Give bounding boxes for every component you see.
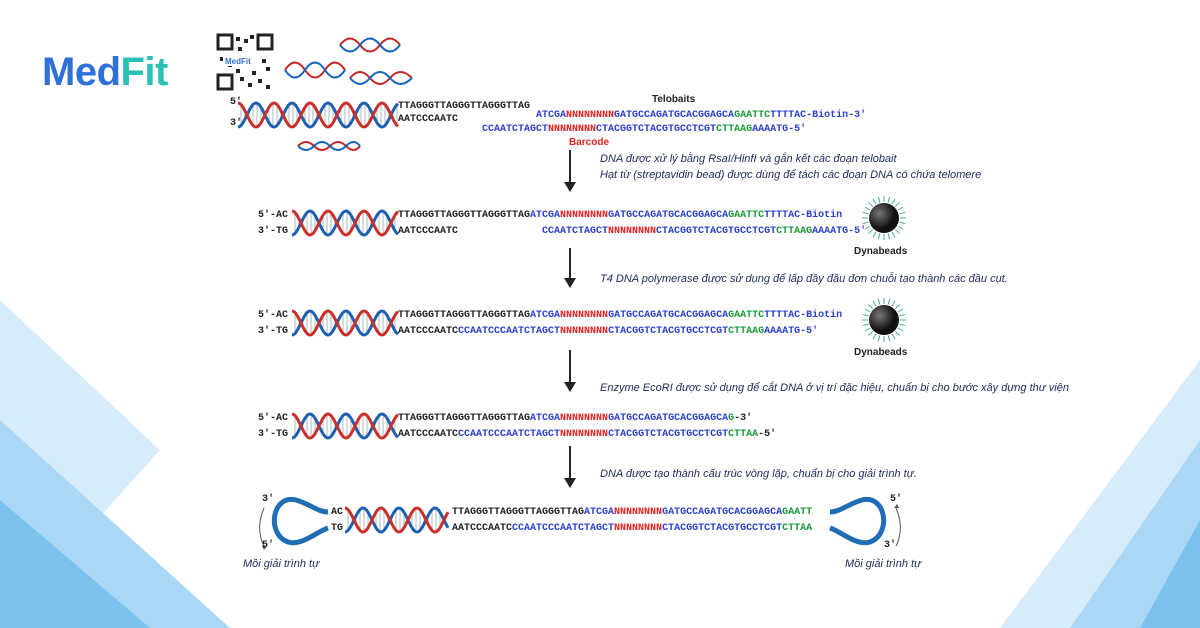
- background-right-accent: [1000, 360, 1200, 628]
- row2-dynabead-icon: [862, 196, 906, 240]
- step-arrow-icon: [564, 446, 576, 488]
- row2-dna-helix-icon: [291, 209, 400, 237]
- decorative-dna-small-icon: [297, 141, 361, 151]
- logo-part-fit: Fit: [120, 50, 169, 94]
- left-hairpin-loop-icon: [259, 497, 329, 550]
- row4-top-strand: TTAGGGTTAGGGTTAGGGTTAGATCGANNNNNNNNGATGC…: [398, 413, 753, 424]
- right-hairpin-loop-icon: [829, 497, 901, 547]
- row2-three-tg: 3'-TG: [258, 226, 289, 237]
- row5-ac: AC: [331, 507, 344, 518]
- row3-three-tg: 3'-TG: [258, 326, 289, 337]
- step-arrow-icon: [564, 150, 576, 192]
- right-primer-label: Mồi giải trình tự: [845, 558, 922, 570]
- row5-tg: TG: [331, 523, 344, 534]
- row1-dna-helix-icon: [237, 101, 400, 129]
- row5-dna-helix-icon: [344, 506, 450, 534]
- row4-dna-helix-icon: [291, 412, 400, 440]
- left-primer-label: Mồi giải trình tự: [243, 558, 320, 570]
- row5-bottom-strand: AATCCCAATCCCAATCCCAATCTAGCTNNNNNNNNCTACG…: [452, 523, 813, 534]
- step1-note: DNA được xử lý bằng RsaI/HinfI và gắn kế…: [600, 153, 982, 181]
- row3-top-strand: TTAGGGTTAGGGTTAGGGTTAGATCGANNNNNNNNGATGC…: [398, 310, 843, 321]
- telobaits-label: Telobaits: [652, 94, 696, 105]
- right-loop-five-prime: 5': [890, 494, 903, 505]
- row4-three-tg: 3'-TG: [258, 429, 289, 440]
- left-loop-five-prime: 5': [262, 540, 275, 551]
- row1-bait-bottom: CCAATCTAGCTNNNNNNNNCTACGGTCTACGTGCCTCGTC…: [482, 124, 807, 135]
- row5-top-strand: TTAGGGTTAGGGTTAGGGTTAGATCGANNNNNNNNGATGC…: [452, 507, 813, 518]
- barcode-label: Barcode: [569, 137, 610, 148]
- row3-dynabeads-label: Dynabeads: [854, 347, 908, 358]
- row2-top-strand: TTAGGGTTAGGGTTAGGGTTAGATCGANNNNNNNNGATGC…: [398, 210, 843, 221]
- row2-five-ac: 5'-AC: [258, 210, 289, 221]
- row3-dna-helix-icon: [291, 309, 400, 337]
- left-loop-three-prime: 3': [262, 494, 275, 505]
- brand-logo: MedFit: [42, 50, 168, 95]
- step-arrow-icon: [564, 248, 576, 288]
- right-loop-three-prime: 3': [884, 540, 897, 551]
- qr-code-label: MedFit: [223, 57, 253, 66]
- row3-five-ac: 5'-AC: [258, 310, 289, 321]
- step3-note: Enzyme EcoRI được sử dụng để cắt DNA ở v…: [600, 382, 1069, 394]
- background-left-accent: [0, 300, 230, 628]
- row4-bottom-strand: AATCCCAATCCCAATCCCAATCTAGCTNNNNNNNNCTACG…: [398, 429, 777, 440]
- row1-telomere-top: TTAGGGTTAGGGTTAGGGTTAG: [398, 101, 531, 112]
- row1-bait-top: ATCGANNNNNNNNGATGCCAGATGCACGGAGCAGAATTCT…: [536, 110, 867, 121]
- logo-part-med: Med: [42, 50, 121, 94]
- step-arrow-icon: [564, 350, 576, 392]
- row1-telomere-bottom: AATCCCAATC: [398, 114, 459, 125]
- row1-three-prime: 3': [230, 118, 243, 129]
- step2-note: T4 DNA polymerase được sử dụng để lấp đầ…: [600, 273, 1008, 285]
- step4-note: DNA được tạo thành cấu trúc vòng lặp, ch…: [600, 468, 917, 480]
- row2-dynabeads-label: Dynabeads: [854, 246, 908, 257]
- decorative-dna-icons: [284, 37, 413, 85]
- row3-bottom-strand: AATCCCAATCCCAATCCCAATCTAGCTNNNNNNNNCTACG…: [398, 326, 819, 337]
- row3-dynabead-icon: [862, 298, 906, 342]
- row4-five-ac: 5'-AC: [258, 413, 289, 424]
- row1-five-prime: 5': [230, 97, 243, 108]
